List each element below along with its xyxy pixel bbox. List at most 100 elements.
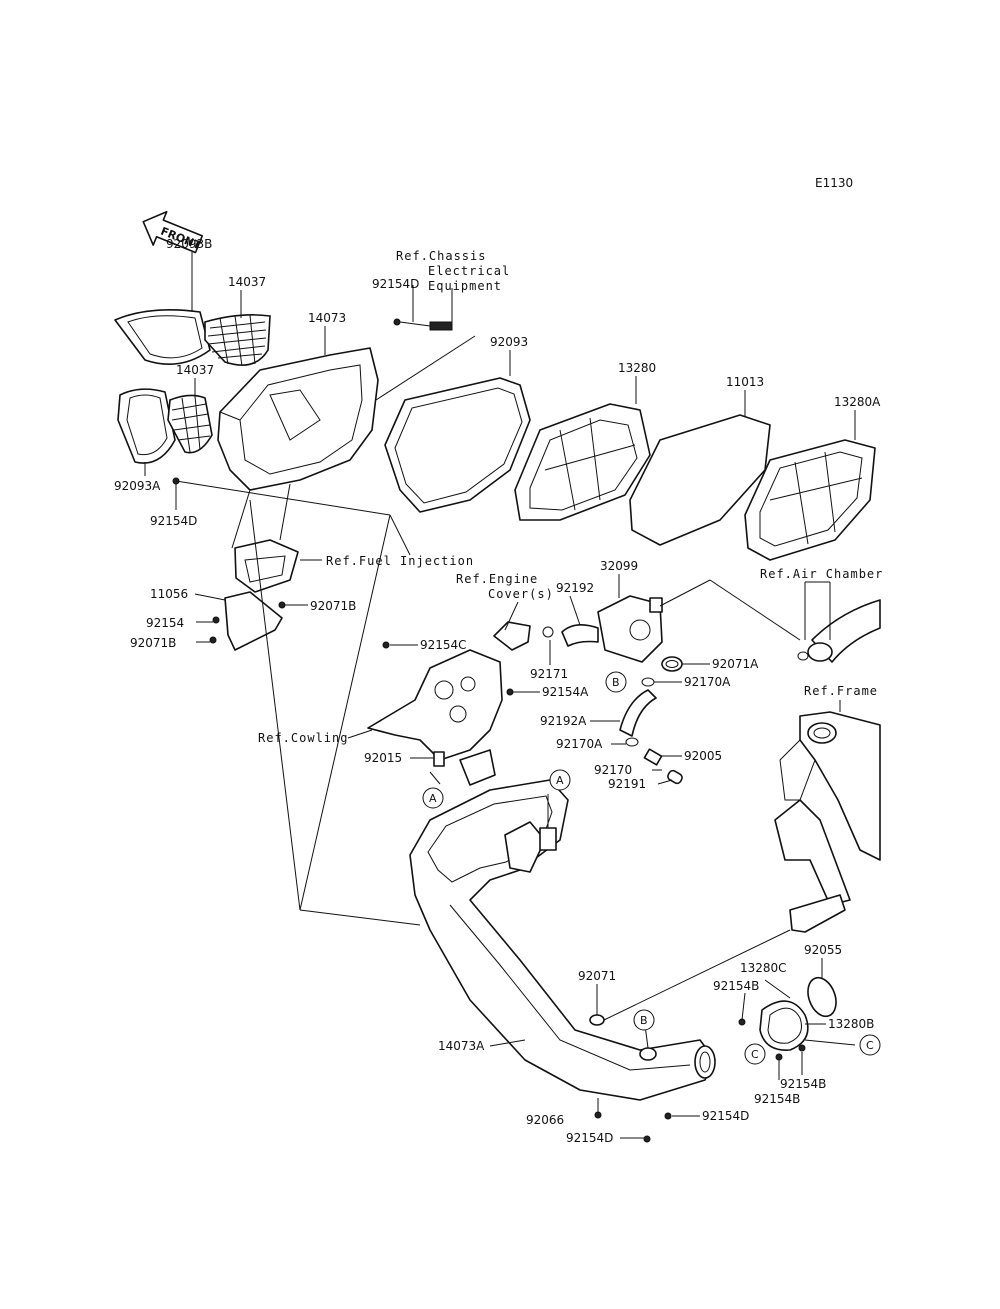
ref-engine-cover-line1: Ref.Engine (456, 572, 538, 586)
label-92154B-c: 92154B (754, 1092, 800, 1106)
svg-text:B: B (640, 1014, 648, 1027)
clamp-92171 (542, 626, 554, 638)
label-13280A: 13280A (834, 395, 881, 409)
clamp-92170A (641, 677, 655, 687)
label-92005: 92005 (684, 749, 722, 763)
hose-92192 (561, 624, 599, 647)
ref-chassis-line1: Ref.Chassis (396, 249, 486, 263)
svg-text:C: C (866, 1039, 874, 1052)
bolt-92154B-c (775, 1053, 783, 1061)
label-92015: 92015 (364, 751, 402, 765)
label-14037-top: 14037 (228, 275, 266, 289)
label-13280C: 13280C (740, 961, 787, 975)
grommet-B-port (639, 1047, 657, 1061)
air-intake-housing-14073 (217, 347, 379, 491)
intake-screen-13280A (744, 439, 876, 561)
bolt-92154D-bot2 (664, 1112, 672, 1120)
callout-B1: B (605, 671, 627, 693)
label-92191: 92191 (608, 777, 646, 791)
label-92154D-left: 92154D (150, 514, 197, 528)
intake-mesh-14037-mid (167, 394, 213, 454)
fitting-92005 (643, 748, 663, 766)
ref-fuel-injection: Ref.Fuel Injection (326, 554, 474, 568)
label-11056: 11056 (150, 587, 188, 601)
label-92170A-b: 92170A (556, 737, 603, 751)
svg-text:C: C (751, 1048, 759, 1061)
bracket-assembly (209, 591, 286, 651)
ref-air-chamber: Ref.Air Chamber (760, 567, 883, 581)
label-92154A: 92154A (542, 685, 589, 699)
intake-screen-13280 (514, 403, 651, 521)
hose-92192A (619, 689, 657, 737)
callout-A1: A (422, 787, 444, 809)
ref-engine-cover-line2: Cover(s) (488, 587, 554, 601)
ref-frame: Ref.Frame (804, 684, 878, 698)
label-14073A: 14073A (438, 1039, 485, 1053)
label-32099: 32099 (600, 559, 638, 573)
intake-trim-ring-92093B (114, 308, 211, 366)
label-92071A: 92071A (712, 657, 759, 671)
label-92093: 92093 (490, 335, 528, 349)
ref-chassis-line2: Electrical (428, 264, 510, 278)
leader-lines (144, 252, 856, 1139)
ref-cowling: Ref.Cowling (258, 731, 348, 745)
bolt-92154D-top (393, 318, 401, 326)
label-92071B-left: 92071B (130, 636, 176, 650)
label-13280B: 13280B (828, 1017, 874, 1031)
label-92170A-a: 92170A (684, 675, 731, 689)
label-92154C: 92154C (420, 638, 467, 652)
clamp-13280C (759, 1000, 809, 1051)
duct-11056 (234, 539, 299, 593)
intake-trim-ring-92093A (117, 388, 176, 464)
part-labels: 92093B 14037 14073 14037 92093A 92154D 9… (114, 237, 881, 1145)
bolt-92154D-bot (643, 1135, 651, 1143)
engine-cover-fitting (493, 621, 531, 651)
cowling-stay (367, 641, 514, 786)
bolt-92154B-b (798, 1044, 806, 1052)
label-92192: 92192 (556, 581, 594, 595)
seal-92071 (589, 1014, 605, 1026)
o-ring-92055 (807, 976, 837, 1018)
svg-text:A: A (556, 774, 564, 787)
svg-text:B: B (612, 676, 620, 689)
label-92154B-b: 92154B (780, 1077, 826, 1091)
label-13280: 13280 (618, 361, 656, 375)
label-92071B-right: 92071B (310, 599, 356, 613)
reference-labels: Ref.Chassis Electrical Equipment Ref.Fue… (258, 249, 883, 745)
gasket-92093 (384, 377, 531, 513)
label-92192A: 92192A (540, 714, 587, 728)
label-92071: 92071 (578, 969, 616, 983)
ref-chassis-line3: Equipment (428, 279, 502, 293)
label-92154D-top: 92154D (372, 277, 419, 291)
bolt-92066 (594, 1111, 602, 1119)
label-92154: 92154 (146, 616, 184, 630)
label-92055: 92055 (804, 943, 842, 957)
callout-C2: C (859, 1034, 881, 1056)
chassis-connector (429, 321, 453, 331)
air-chamber-duct (797, 599, 881, 663)
label-92154B-a: 92154B (713, 979, 759, 993)
cap-92191 (667, 769, 683, 785)
breather-assembly-32099 (597, 595, 663, 663)
callout-B2: B (633, 1009, 655, 1031)
front-arrow-icon: FRONT (142, 210, 203, 254)
label-11013: 11013 (726, 375, 764, 389)
label-92171: 92171 (530, 667, 568, 681)
svg-text:A: A (429, 792, 437, 805)
label-92066: 92066 (526, 1113, 564, 1127)
label-92093B: 92093B (166, 237, 212, 251)
seal-92071A (661, 656, 683, 672)
label-92093A: 92093A (114, 479, 161, 493)
label-92154D-bot: 92154D (566, 1131, 613, 1145)
clamp-92170A-b (625, 737, 639, 747)
intake-mesh-14037-top (204, 314, 271, 367)
frame (774, 711, 881, 933)
diagram-code: E1130 (815, 176, 853, 190)
callout-A2: A (549, 769, 571, 791)
label-92154D-bot2: 92154D (702, 1109, 749, 1123)
label-92170: 92170 (594, 763, 632, 777)
label-14073: 14073 (308, 311, 346, 325)
label-14037-mid: 14037 (176, 363, 214, 377)
callout-C1: C (744, 1043, 766, 1065)
